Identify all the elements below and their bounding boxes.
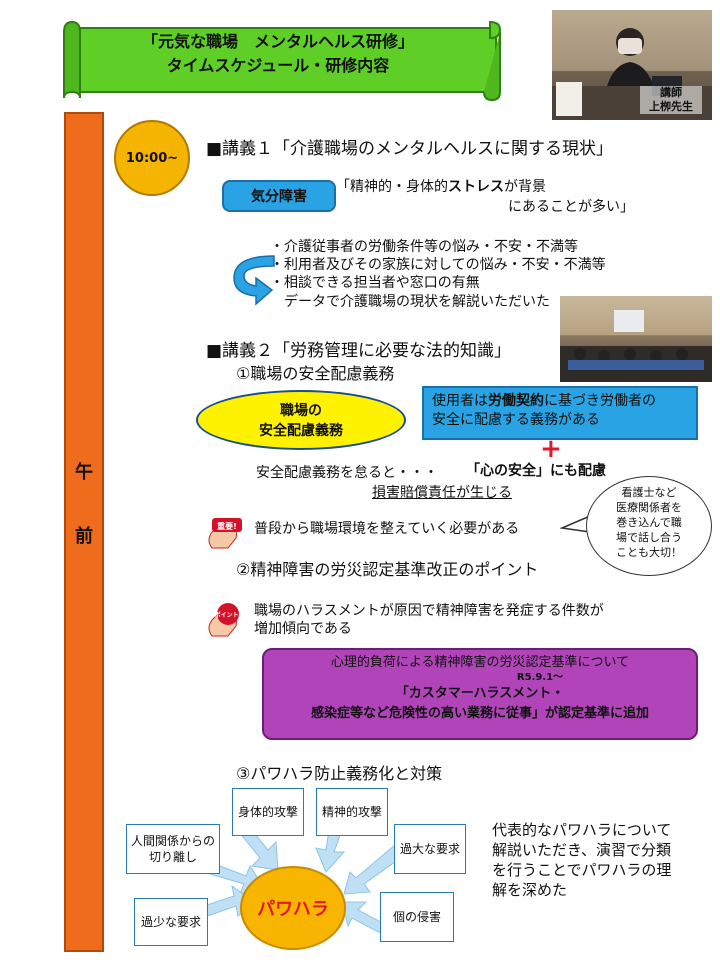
classroom-photo (560, 296, 712, 382)
mental-disorder-heading: ②精神障害の労災認定基準改正のポイント (236, 560, 539, 579)
speech-bubble: 看護士など 医療関係者を 巻き込んで職 場で話し合う ことも大切！ (586, 476, 712, 576)
lecture-1-summary: データで介護職場の現状を解説いただいた (284, 294, 550, 310)
employer-duty-box: 使用者は労働契約に基づき労働者の 安全に配慮する義務がある (422, 386, 698, 440)
start-time: 10:00~ (114, 120, 190, 196)
point-badge-icon: ポイント! (208, 603, 242, 637)
excessive-demand-box: 過大な要求 (394, 824, 466, 874)
title-banner (63, 20, 502, 102)
title-line-2: タイムスケジュール・研修内容 (166, 56, 390, 75)
curved-arrow-icon (233, 255, 275, 306)
safety-duty-heading: ①職場の安全配慮義務 (236, 364, 395, 383)
powerhara-center: パワハラ (240, 866, 346, 950)
neglect-text: 安全配慮義務を怠ると・・・ (256, 465, 438, 481)
mental-attack-box: 精神的攻撃 (316, 788, 388, 836)
important-badge-icon: 重要! (208, 518, 242, 549)
bullet-item: ・相談できる担当者や窓口の有無 (270, 275, 480, 291)
point-text: 職場のハラスメントが原因で精神障害を発症する件数が 増加傾向である (254, 603, 604, 637)
lecturer-label: 講師 上栁先生 (640, 86, 702, 114)
morning-char-1: 午 (75, 462, 93, 483)
lecturer-name: 上栁先生 (649, 100, 693, 113)
bullet-item: ・利用者及びその家族に対しての悩み・不安・不満等 (270, 257, 606, 273)
important-text: 普段から職場環境を整えていく必要がある (254, 521, 520, 537)
lecture-1-title: ■講義１「介護職場のメンタルヘルスに関する現状」 (206, 139, 614, 159)
lecture-2-title: ■講義２「労務管理に必要な法的知識」 (206, 341, 512, 361)
stress-quote-line-2: にあることが多い」 (508, 199, 634, 215)
bullet-item: ・介護従事者の労働条件等の悩み・不安・不満等 (270, 239, 578, 255)
powerhara-heading: ③パワハラ防止義務化と対策 (236, 764, 443, 783)
damages-text: 損害賠償責任が生じる (372, 485, 512, 501)
powerhara-arrows (189, 823, 407, 937)
morning-bar (64, 112, 104, 952)
plus-icon: + (540, 434, 562, 464)
svg-text:重要!: 重要! (217, 521, 237, 531)
powerhara-description: 代表的なパワハラについて 解説いただき、演習で分類 を行うことでパワハラの理 解… (492, 821, 672, 899)
too-little-demand-box: 過少な要求 (134, 898, 208, 946)
criteria-box: 心理的負荷による精神障害の労災認定基準について R5.9.1～ 「カスタマーハラ… (262, 648, 698, 740)
page-title: 「元気な職場 メンタルヘルス研修」 タイムスケジュール・研修内容 (82, 30, 474, 78)
lecture-1-bullets: ・介護従事者の労働条件等の悩み・不安・不満等 ・利用者及びその家族に対しての悩み… (270, 238, 606, 292)
mood-disorder-label: 気分障害 (222, 180, 336, 212)
stress-quote: 「精神的・身体的ストレスが背景 (336, 179, 546, 195)
physical-attack-box: 身体的攻撃 (232, 788, 304, 836)
mental-safety-text: 「心の安全」にも配慮 (466, 463, 606, 479)
title-line-1: 「元気な職場 メンタルヘルス研修」 (141, 32, 414, 51)
safety-duty-oval: 職場の 安全配慮義務 (196, 390, 406, 450)
morning-char-2: 前 (75, 526, 93, 547)
isolation-box: 人間関係からの 切り離し (126, 824, 220, 874)
privacy-violation-box: 個の侵害 (380, 892, 454, 942)
lecturer-role: 講師 (660, 86, 682, 99)
svg-text:ポイント!: ポイント! (215, 611, 242, 619)
